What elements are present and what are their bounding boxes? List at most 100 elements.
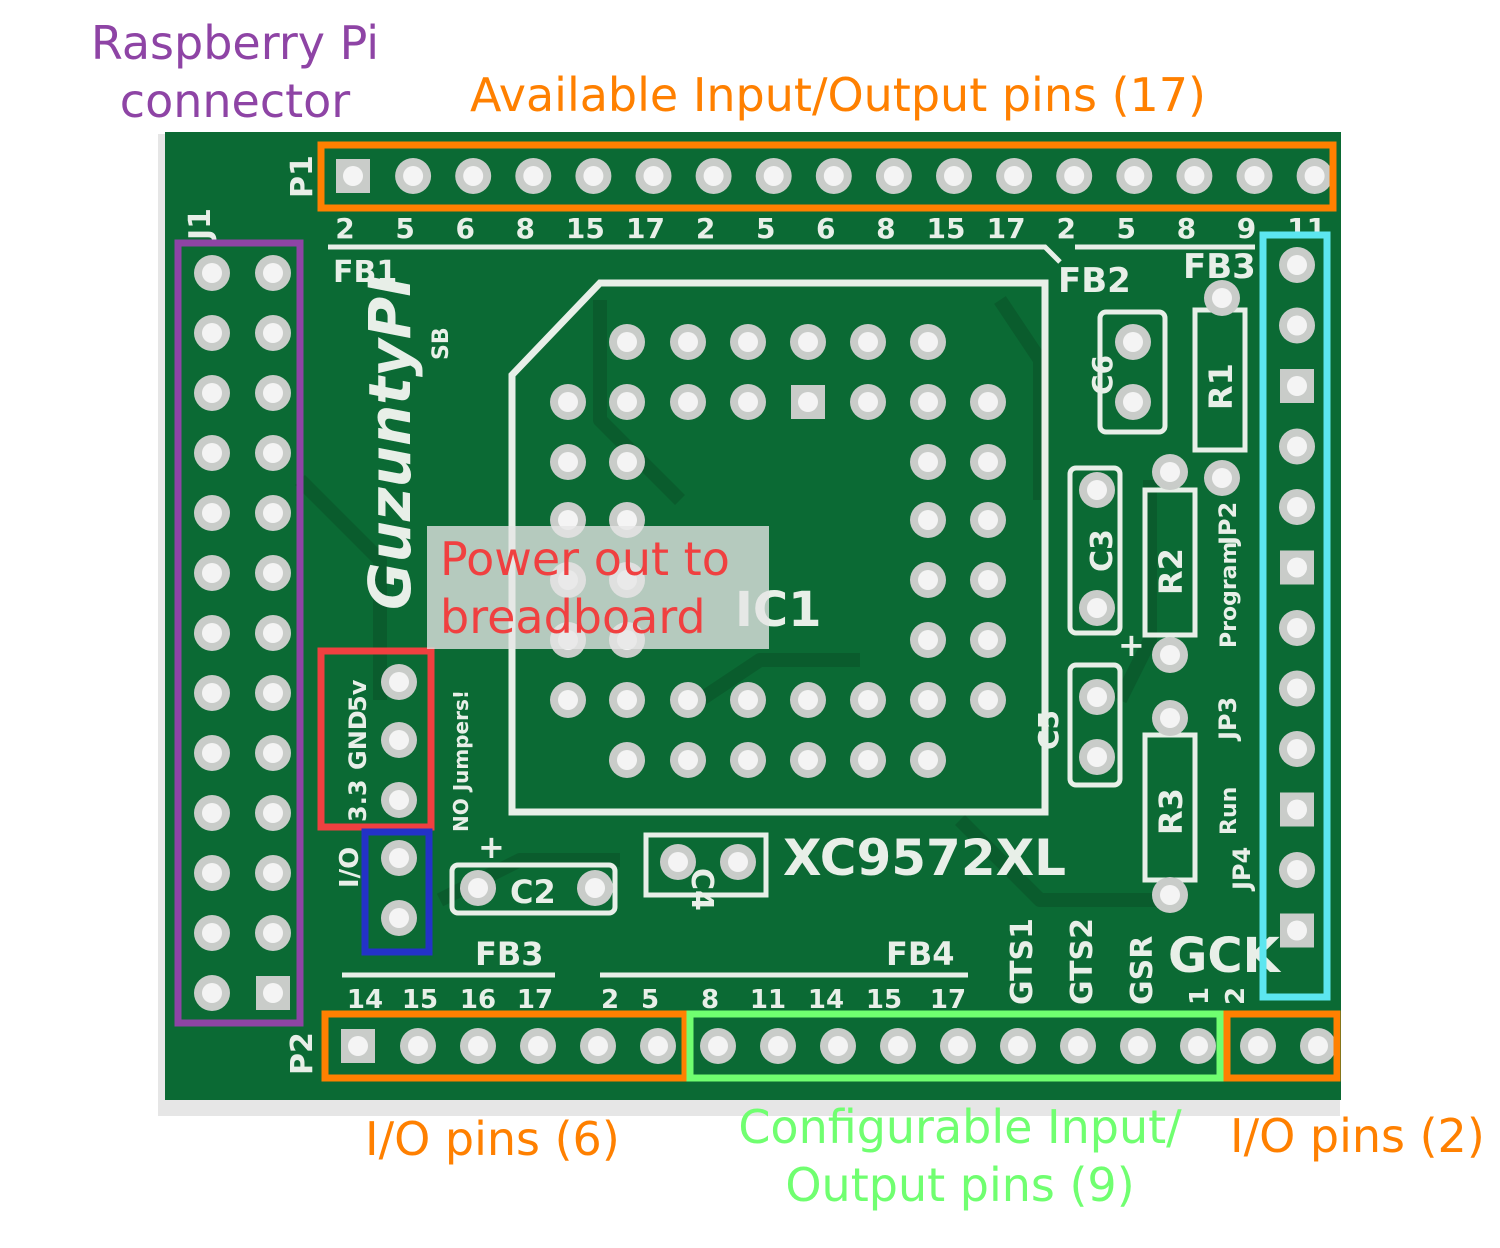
right-header-pin-hole <box>1287 739 1307 759</box>
right-header-pin-hole <box>1287 376 1307 396</box>
p1-pin-hole <box>1244 166 1265 186</box>
r2-pad-hole <box>1160 645 1180 665</box>
top-pin-number: 6 <box>455 212 474 245</box>
ic-socket-pad-hole <box>918 690 938 710</box>
right-header-pin-hole <box>1287 497 1307 517</box>
available-io-highlight <box>317 141 1337 212</box>
j1-pin-hole <box>263 803 283 823</box>
ic-socket-pad-hole <box>858 392 878 412</box>
ic-socket-pad-hole <box>558 690 578 710</box>
silk-fb2: FB2 <box>1058 261 1131 301</box>
j1-pin-hole <box>202 443 222 463</box>
p2-pin-hole <box>828 1036 848 1056</box>
bottom-pin-number: 15 <box>866 985 902 1015</box>
ic-socket-pad-hole <box>678 690 698 710</box>
right-header-pin-hole <box>1287 557 1307 578</box>
top-pin-number: 17 <box>987 212 1026 245</box>
p1-pin-hole <box>403 166 424 186</box>
power-pin-hole <box>389 790 409 810</box>
c5-pad-hole <box>1087 747 1107 767</box>
p2-pin-hole <box>1068 1036 1088 1056</box>
ic-socket-pad-hole <box>978 452 998 472</box>
silk-c2: C2 <box>510 873 556 911</box>
j1-pin-hole <box>202 263 222 283</box>
ic-socket-pad-hole <box>738 750 758 770</box>
io-pair-highlight <box>361 828 433 956</box>
silk-plus-c2: + <box>478 828 505 866</box>
silk-fb4: FB4 <box>886 935 955 973</box>
raspberry-pi-connector-highlight <box>174 239 304 1027</box>
c5-pad-hole <box>1087 687 1107 707</box>
power-out-label-line2: breadboard <box>440 590 706 644</box>
ic-socket-pad-hole <box>918 392 938 412</box>
silk-r3: R3 <box>1152 788 1190 835</box>
p1-pin-hole <box>1004 166 1025 186</box>
ic-socket-pad-hole <box>918 510 938 530</box>
p2-pin-hole <box>1008 1036 1028 1056</box>
top-pin-number: 15 <box>927 212 966 245</box>
silk-plus-c3: + <box>1118 626 1145 664</box>
j1-pin-hole <box>202 383 222 403</box>
silk-jp3: JP3 <box>1214 697 1242 742</box>
raspberry-pi-label-line2: connector <box>119 74 351 128</box>
top-pin-number: 9 <box>1237 212 1256 245</box>
top-pin-number: 6 <box>816 212 835 245</box>
j1-pin-hole <box>263 683 283 703</box>
ic-socket-pad-hole <box>918 750 938 770</box>
p1-pin-hole <box>1304 166 1325 186</box>
p1-pin-hole <box>583 166 604 186</box>
right-header-pin-hole <box>1287 920 1307 941</box>
top-pin-number: 2 <box>1056 212 1075 245</box>
p2-pin-hole <box>1128 1036 1148 1056</box>
ic-socket-pad-hole <box>918 630 938 650</box>
bottom-pin-number: 8 <box>701 985 719 1015</box>
c6-outline <box>1097 309 1168 435</box>
top-pin-number: 11 <box>1287 212 1326 245</box>
j1-pin-hole <box>202 503 222 523</box>
j1-pin-hole <box>263 503 283 523</box>
bottom-pin-number: 2 <box>601 985 619 1015</box>
silk-jp2: JP2 <box>1214 502 1242 547</box>
j1-pin-hole <box>202 623 222 643</box>
c6-pad-hole <box>1123 392 1143 412</box>
j1-pin-hole <box>263 983 283 1003</box>
r3-pad-hole <box>1160 885 1180 905</box>
j1-pin-hole <box>263 383 283 403</box>
right-header-pin-hole <box>1287 315 1307 336</box>
bottom-pin-number: 17 <box>517 985 553 1015</box>
power-label-background <box>427 526 769 649</box>
ic-socket-pad-hole <box>978 570 998 590</box>
ic-socket-outline <box>508 279 1049 816</box>
c4-outline <box>643 832 769 898</box>
available-io-label: Available Input/Output pins (17) <box>470 68 1206 122</box>
c4-pad-hole <box>728 852 748 872</box>
io-pin-hole <box>389 848 409 868</box>
top-pin-number: 2 <box>696 212 715 245</box>
bottom-pin-number: 14 <box>347 985 383 1015</box>
j1-pin-hole <box>202 743 222 763</box>
configurable-io-label-line1: Configurable Input/ <box>738 1100 1182 1154</box>
p1-pin-hole <box>944 166 964 186</box>
silk-no-jumpers: NO Jumpers! <box>449 690 473 832</box>
silk-c3: C3 <box>1085 529 1120 572</box>
p2-pin-hole <box>588 1036 608 1056</box>
silk-run: Run <box>1217 787 1242 835</box>
ic-socket-pad-hole <box>678 392 698 412</box>
ic-socket-pad-hole <box>858 690 878 710</box>
silk-gck-2: 2 <box>1221 987 1251 1005</box>
p1-pin-hole <box>643 166 664 186</box>
pad-layer <box>194 158 1336 1064</box>
silk-gts2: GTS2 <box>1065 918 1100 1005</box>
silk-fb3-bottom: FB3 <box>475 935 544 973</box>
silk-gck-1: 1 <box>1185 987 1215 1005</box>
silk-c6: C6 <box>1086 355 1119 395</box>
bottom-pin-number: 15 <box>402 985 438 1015</box>
ic-socket-pad-hole <box>798 690 818 710</box>
c3-outline <box>1067 465 1123 636</box>
ic-socket-pad-hole <box>798 750 818 770</box>
top-pin-number: 15 <box>566 212 605 245</box>
silk-gts1: GTS1 <box>1005 918 1040 1005</box>
ic-socket-pad-hole <box>617 750 637 770</box>
